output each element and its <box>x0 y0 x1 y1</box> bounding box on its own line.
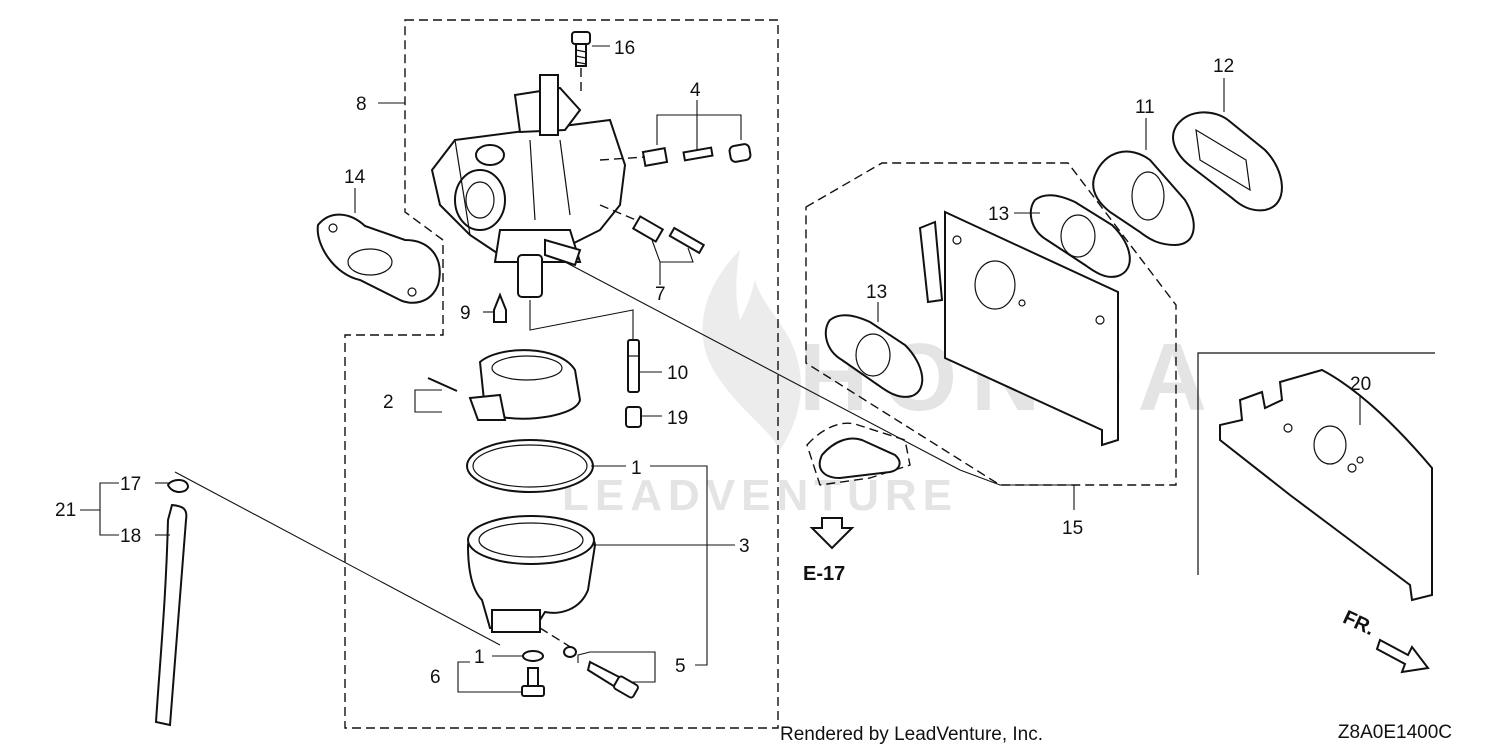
part-13-gasket-lower <box>824 314 924 398</box>
callout-19: 19 <box>667 408 688 429</box>
part-6-bolt <box>521 667 545 697</box>
part-21-bracket <box>99 482 119 536</box>
part-7-bracket <box>651 239 694 263</box>
callout-1-top: 1 <box>631 458 642 479</box>
watermark-flame-icon <box>702 250 801 450</box>
part-20-frame <box>1197 352 1435 575</box>
callout-2: 2 <box>383 392 394 413</box>
callout-3: 3 <box>739 536 750 557</box>
callout-leaders <box>155 45 1361 693</box>
reference-label: E-17 <box>803 563 845 585</box>
part-4-axis <box>599 156 646 161</box>
part-18-fuel-tube <box>154 503 188 727</box>
callout-1-bottom: 1 <box>474 647 485 668</box>
callout-15: 15 <box>1062 518 1083 539</box>
callout-12: 12 <box>1213 56 1234 77</box>
breather-tube-reference <box>806 422 911 486</box>
part-14-carburetor-gasket <box>316 213 441 304</box>
part-19-jet <box>625 406 642 428</box>
breather-tube <box>818 437 901 480</box>
part-9-main-jet <box>493 292 507 323</box>
part-15-insulator-plate <box>918 210 1119 447</box>
callout-10: 10 <box>667 363 688 384</box>
part-3-float-chamber <box>466 515 597 633</box>
part-13-gasket-upper <box>1029 194 1131 278</box>
callout-14: 14 <box>344 167 366 188</box>
part-2-float-pin <box>427 377 458 392</box>
part-7-pilot-screw <box>631 215 706 255</box>
part-10-axis <box>529 300 634 340</box>
diagram-code: Z8A0E1400C <box>1338 722 1452 743</box>
part-20-air-cleaner-gasket <box>1219 368 1433 602</box>
part-1-washer <box>522 650 544 662</box>
part-5-axis <box>539 627 573 649</box>
part-2-bracket <box>414 389 442 413</box>
part-7-axis <box>599 204 637 221</box>
reference-arrow-icon <box>809 517 855 550</box>
callout-20: 20 <box>1350 374 1371 395</box>
part-5-drain-screw <box>586 660 639 699</box>
gasket-kit-outline <box>805 162 1177 486</box>
part-1-float-chamber-gasket <box>466 439 594 493</box>
part-11-insulator <box>1092 150 1195 247</box>
callout-21: 21 <box>55 500 76 521</box>
part-17-clip <box>166 479 190 493</box>
callout-11: 11 <box>1135 97 1155 118</box>
part-15-leader <box>959 469 1075 510</box>
callout-9: 9 <box>460 303 471 324</box>
callout-13-upper: 13 <box>988 204 1009 225</box>
callout-8: 8 <box>356 94 367 115</box>
watermark-sub: LEADVENTURE <box>562 471 958 520</box>
front-direction-arrow-icon <box>1375 638 1430 674</box>
part-5-o-ring <box>563 646 577 658</box>
callout-6: 6 <box>430 667 441 688</box>
part-8-carburetor-body <box>430 74 627 298</box>
fuel-tube-route-line <box>174 471 501 646</box>
part-2-float <box>468 349 582 421</box>
callout-16: 16 <box>614 38 635 59</box>
front-direction-label: FR. <box>1339 607 1377 641</box>
part-10-emulsion-tube <box>627 339 640 393</box>
callout-13-lower: 13 <box>866 282 887 303</box>
callout-5: 5 <box>675 656 686 677</box>
part-4-bracket <box>656 114 742 145</box>
part-15-route-line <box>564 261 961 471</box>
rendered-by-text: Rendered by LeadVenture, Inc. <box>780 724 1043 745</box>
carburetor-assembly-outline <box>344 19 779 729</box>
callout-18: 18 <box>120 526 141 547</box>
callout-7: 7 <box>655 284 666 305</box>
part-12-gasket <box>1172 111 1283 212</box>
part-4-jet-parts <box>641 143 752 167</box>
callout-4: 4 <box>690 80 701 101</box>
callout-17: 17 <box>120 474 141 495</box>
part-16-screw <box>571 31 591 67</box>
